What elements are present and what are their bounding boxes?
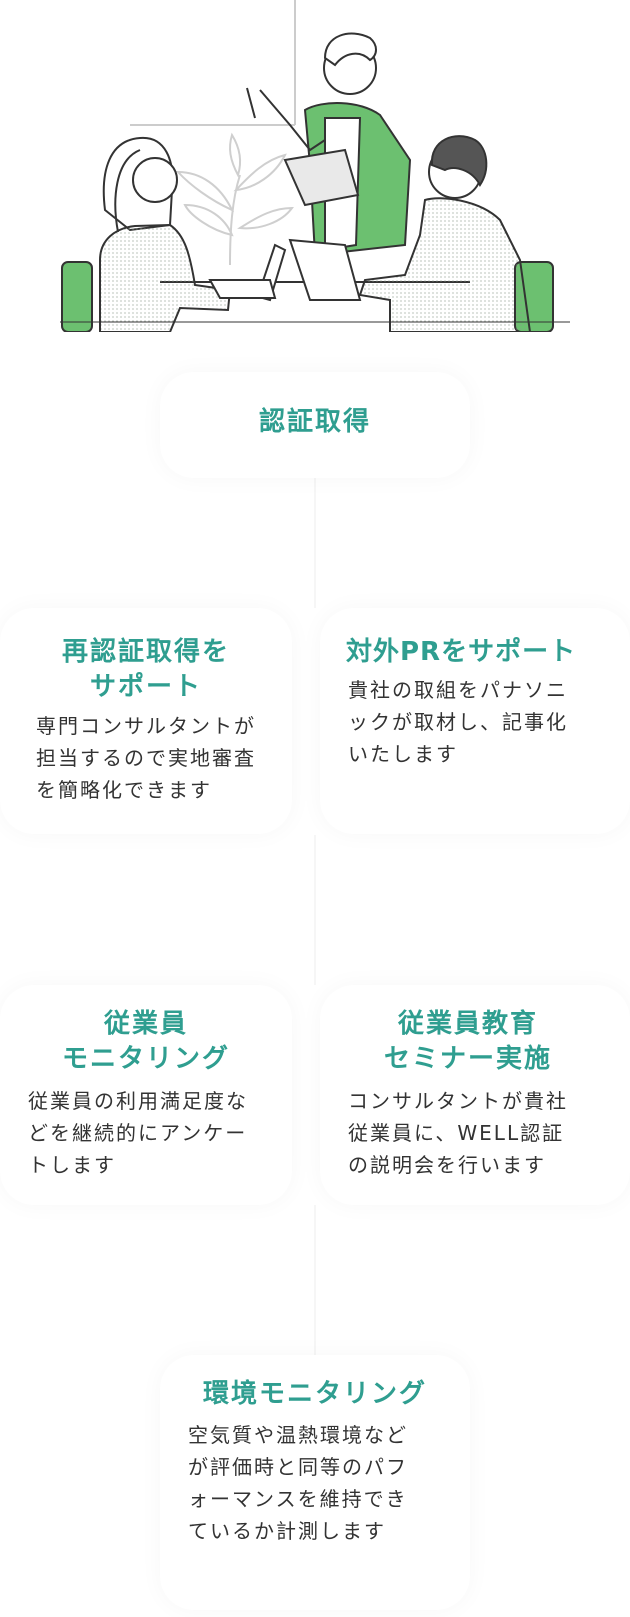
office-meeting-illustration bbox=[60, 0, 570, 332]
card-description: 従業員の利用満足度な どを継続的にアンケー トします bbox=[28, 1089, 248, 1177]
card-title: 従業員教育 セミナー実施 bbox=[383, 1009, 552, 1074]
card-description: コンサルタントが貴社 従業員に、WELL認証 の説明会を行います bbox=[348, 1089, 568, 1177]
card-description: 専門コンサルタントが 担当するので実地審査 を簡略化できます bbox=[36, 714, 256, 802]
card-environment-monitoring: 環境モニタリング 空気質や温熱環境など が評価時と同等のパフ ォーマンスを維持で… bbox=[160, 1355, 470, 1610]
card-title: 対外PRをサポート bbox=[346, 637, 577, 667]
connector-line bbox=[314, 478, 316, 608]
card-title: 再認証取得を サポート bbox=[61, 637, 230, 702]
card-title: 環境モニタリング bbox=[202, 1379, 427, 1409]
connector-line bbox=[314, 1205, 316, 1355]
connector-line bbox=[314, 835, 316, 985]
card-title: 従業員 モニタリング bbox=[61, 1009, 230, 1074]
card-description: 空気質や温熱環境など が評価時と同等のパフ ォーマンスを維持でき ているか計測し… bbox=[188, 1423, 408, 1543]
card-recertification-support: 再認証取得を サポート 専門コンサルタントが 担当するので実地審査 を簡略化でき… bbox=[0, 608, 292, 834]
card-certification: 認証取得 bbox=[160, 372, 470, 478]
card-title: 認証取得 bbox=[258, 407, 371, 437]
card-employee-seminar: 従業員教育 セミナー実施 コンサルタントが貴社 従業員に、WELL認証 の説明会… bbox=[320, 985, 630, 1205]
card-external-pr-support: 対外PRをサポート 貴社の取組をパナソニ ックが取材し、記事化 いたします bbox=[320, 608, 630, 834]
card-employee-monitoring: 従業員 モニタリング 従業員の利用満足度な どを継続的にアンケー トします bbox=[0, 985, 292, 1205]
card-description: 貴社の取組をパナソニ ックが取材し、記事化 いたします bbox=[348, 678, 568, 766]
